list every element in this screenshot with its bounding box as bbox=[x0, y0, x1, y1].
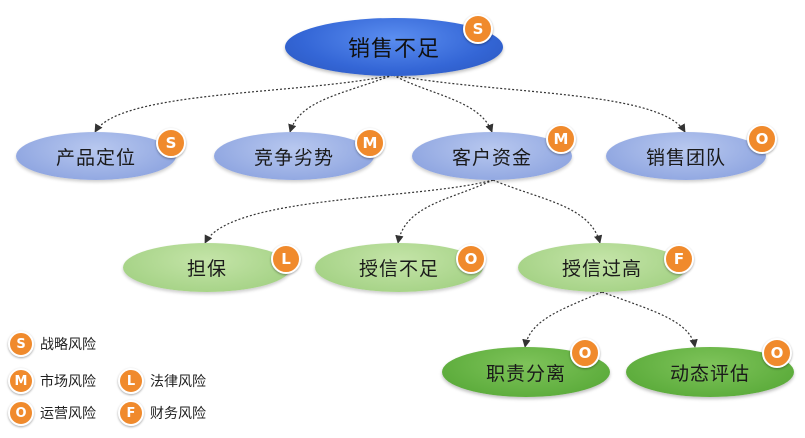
connector-customer-to-guarantee bbox=[204, 179, 494, 244]
node-sales-team: 销售团队 bbox=[606, 132, 766, 180]
node-segregation-of-duties: 职责分离 bbox=[442, 347, 610, 397]
legend-badge-icon: L bbox=[118, 368, 144, 394]
legend-badge-icon: F bbox=[118, 400, 144, 426]
node-label: 竞争劣势 bbox=[253, 146, 334, 169]
node-customer-funds: 客户资金 bbox=[412, 132, 572, 180]
product-badge-icon: S bbox=[156, 128, 186, 158]
node-label: 客户资金 bbox=[451, 146, 532, 169]
legend-label: 财务风险 bbox=[150, 406, 206, 422]
connector-root-to-sales-team bbox=[392, 74, 686, 133]
legend-badge-icon: O bbox=[8, 400, 34, 426]
legend-label: 战略风险 bbox=[40, 337, 96, 353]
legend-label: 市场风险 bbox=[40, 374, 96, 390]
node-label: 产品定位 bbox=[55, 146, 136, 169]
legend-item-operational: O 运营风险 bbox=[8, 400, 96, 426]
connector-customer-to-credit-low bbox=[395, 179, 494, 244]
node-credit-insufficient: 授信不足 bbox=[315, 243, 483, 292]
connector-credit-high-to-dynamic bbox=[601, 291, 698, 348]
node-credit-excessive: 授信过高 bbox=[518, 243, 686, 292]
dynamic-badge-icon: O bbox=[762, 338, 792, 368]
node-product-positioning: 产品定位 bbox=[16, 132, 176, 180]
node-guarantee: 担保 bbox=[123, 243, 291, 292]
connector-root-to-customer bbox=[392, 74, 494, 133]
legend-item-legal: L 法律风险 bbox=[118, 368, 206, 394]
connector-customer-to-credit-high bbox=[492, 179, 603, 244]
root-badge-icon: S bbox=[463, 14, 493, 44]
legend-label: 运营风险 bbox=[40, 406, 96, 422]
node-label: 职责分离 bbox=[485, 362, 566, 385]
legend-item-financial: F 财务风险 bbox=[118, 400, 206, 426]
connector-credit-high-to-separation bbox=[522, 291, 603, 348]
connector-root-to-product bbox=[94, 74, 394, 133]
node-label: 担保 bbox=[186, 258, 227, 280]
legend-label: 法律风险 bbox=[150, 374, 206, 390]
legend-badge-icon: S bbox=[8, 331, 34, 357]
legend-badge-icon: M bbox=[8, 368, 34, 394]
node-label: 授信过高 bbox=[561, 258, 642, 280]
sales-team-badge-icon: O bbox=[747, 124, 777, 154]
customer-badge-icon: M bbox=[546, 124, 576, 154]
root-label: 销售不足 bbox=[347, 37, 440, 62]
legend-item-market: M 市场风险 bbox=[8, 368, 96, 394]
node-label: 动态评估 bbox=[669, 362, 750, 385]
node-label: 销售团队 bbox=[645, 146, 726, 169]
separation-badge-icon: O bbox=[570, 338, 600, 368]
legend-item-strategic: S 战略风险 bbox=[8, 331, 96, 357]
node-competitive-disadvantage: 竞争劣势 bbox=[214, 132, 374, 180]
credit-high-badge-icon: F bbox=[664, 244, 694, 274]
competition-badge-icon: M bbox=[355, 128, 385, 158]
credit-low-badge-icon: O bbox=[456, 244, 486, 274]
node-label: 授信不足 bbox=[358, 258, 439, 280]
guarantee-badge-icon: L bbox=[271, 244, 301, 274]
